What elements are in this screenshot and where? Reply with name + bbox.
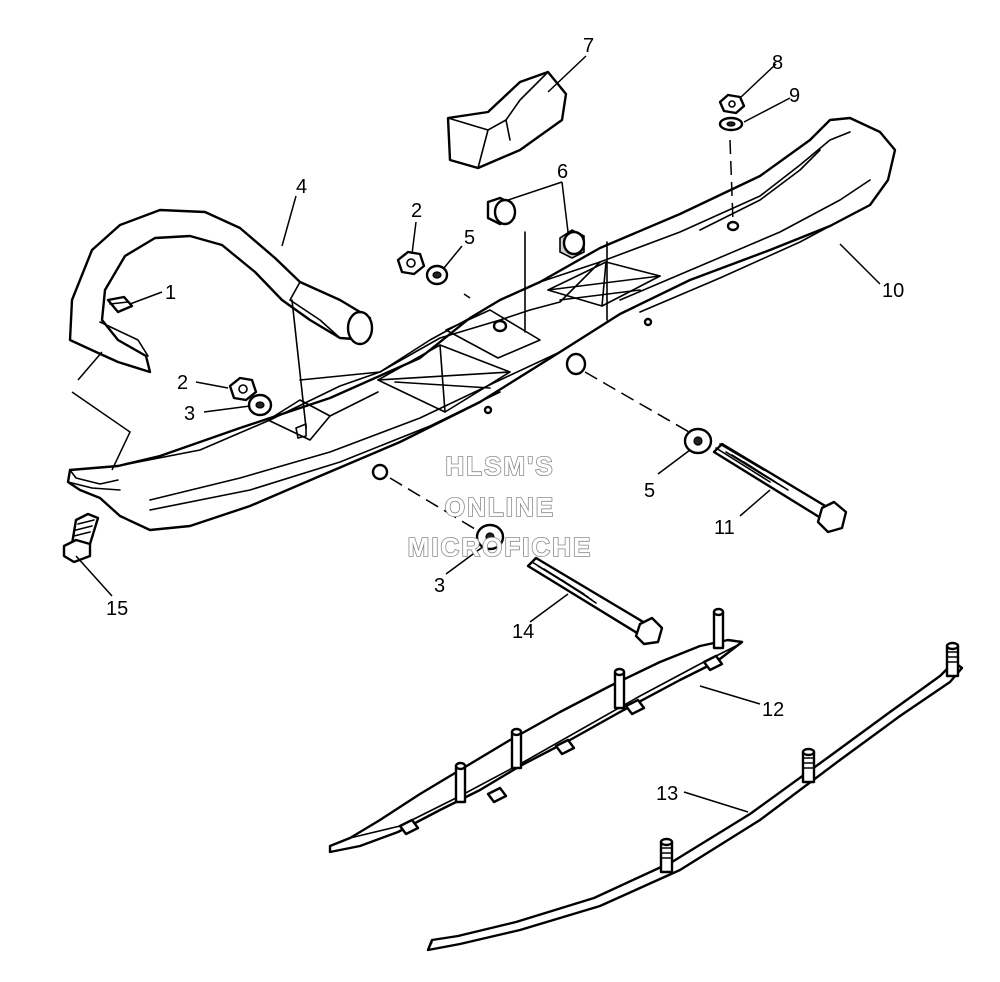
callout-8: 8 bbox=[772, 52, 783, 74]
wear-bar-stud-1 bbox=[659, 837, 674, 874]
runner-stud-3 bbox=[613, 667, 626, 710]
ski-compartment-mid bbox=[445, 309, 541, 359]
callout-7: 7 bbox=[583, 35, 594, 57]
nut-part-8 bbox=[718, 93, 746, 115]
ski-bumper-part-7 bbox=[446, 70, 568, 170]
callout-3-lower: 3 bbox=[434, 575, 445, 597]
bolt-14-axis bbox=[389, 477, 491, 539]
callout-10: 10 bbox=[882, 280, 904, 302]
stud-part-15 bbox=[62, 512, 100, 564]
nut-part-2-left bbox=[228, 376, 258, 402]
watermark-line-2: ONLINE bbox=[445, 492, 555, 522]
wear-bar-stud-2 bbox=[801, 747, 816, 784]
bushing-part-6b bbox=[559, 229, 586, 259]
wear-bar-part-13 bbox=[426, 641, 964, 952]
watermark-line-1: HLSM'S bbox=[445, 451, 554, 481]
callout-9: 9 bbox=[789, 85, 800, 107]
washer-part-3-left bbox=[247, 393, 273, 417]
callout-5-upper: 5 bbox=[464, 227, 475, 249]
watermark-line-3: MICROFICHE bbox=[408, 532, 593, 562]
ski-body-part-10 bbox=[66, 116, 897, 532]
callout-labels: 1 2 3 4 2 5 6 7 8 9 10 5 11 3 14 12 13 1… bbox=[106, 35, 904, 805]
bushing-part-6a bbox=[486, 196, 517, 226]
ski-cross-brace-2 bbox=[547, 261, 661, 307]
callout-14: 14 bbox=[512, 621, 534, 643]
bumper-hole bbox=[726, 220, 740, 232]
washer-part-3-lower bbox=[475, 523, 505, 551]
callout-15: 15 bbox=[106, 598, 128, 620]
callout-2-left: 2 bbox=[177, 372, 188, 394]
bolt-part-11 bbox=[712, 442, 848, 534]
bolt-part-14 bbox=[526, 556, 664, 646]
watermark: HLSM'S ONLINE MICROFICHE bbox=[407, 450, 593, 563]
spindle-hole-rear bbox=[565, 352, 587, 376]
stud-hole bbox=[483, 405, 493, 415]
callout-13: 13 bbox=[656, 783, 678, 805]
spindle-hole-front bbox=[371, 463, 389, 481]
runner-stud-1 bbox=[454, 761, 467, 804]
clip-part-1 bbox=[106, 295, 134, 314]
ski-loop-part-4 bbox=[68, 208, 374, 374]
callout-3-left: 3 bbox=[184, 403, 195, 425]
ski-cross-brace-1 bbox=[377, 344, 511, 413]
nut-part-2-upper bbox=[396, 250, 426, 276]
bumper-bolt-axis bbox=[729, 139, 734, 223]
runner-part-12 bbox=[328, 607, 744, 854]
runner-stud-4 bbox=[712, 607, 725, 650]
callout-4: 4 bbox=[296, 176, 307, 198]
washer-part-9 bbox=[718, 116, 744, 132]
callout-2-upper: 2 bbox=[411, 200, 422, 222]
runner-stud-2 bbox=[510, 727, 523, 770]
handle-mount-line bbox=[291, 299, 307, 429]
stud-hole-2 bbox=[643, 317, 653, 327]
callout-5-lower: 5 bbox=[644, 480, 655, 502]
loop-guide-line bbox=[77, 351, 103, 381]
ski-compartment-front bbox=[267, 391, 379, 441]
callout-1: 1 bbox=[165, 282, 176, 304]
bolt-11-axis bbox=[584, 371, 697, 437]
washer-part-5-upper bbox=[425, 264, 449, 286]
callout-11: 11 bbox=[714, 517, 735, 539]
loop-guide-line-2 bbox=[71, 391, 131, 471]
callout-12: 12 bbox=[762, 699, 784, 721]
leader-lines bbox=[75, 55, 881, 813]
callout-6: 6 bbox=[557, 161, 568, 183]
nut-mount-tick bbox=[463, 293, 471, 299]
wear-bar-stud-3 bbox=[945, 641, 960, 678]
washer-part-5-lower bbox=[683, 427, 713, 455]
